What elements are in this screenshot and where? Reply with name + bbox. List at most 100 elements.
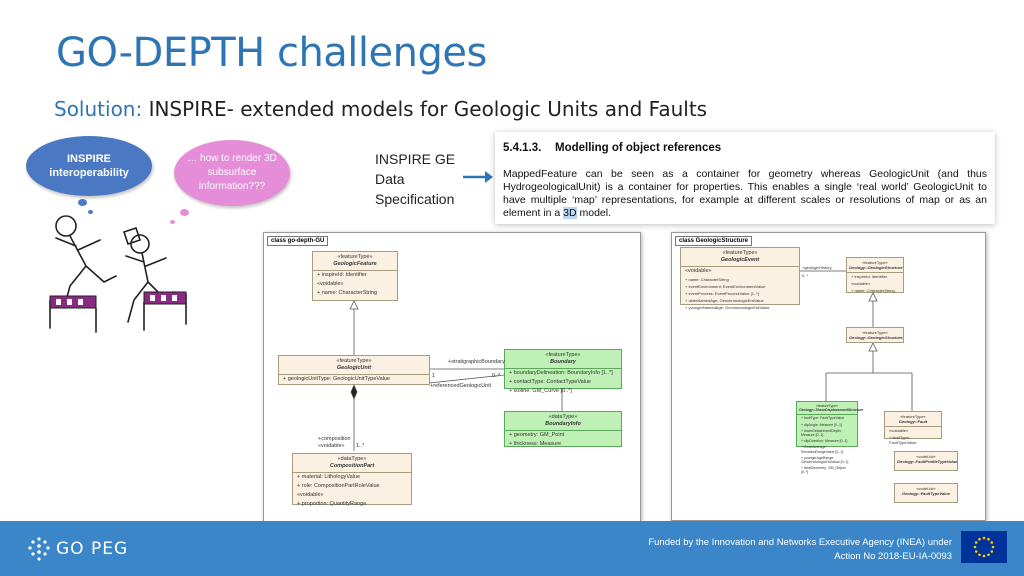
multiplicity-label: 1: [432, 373, 436, 379]
assoc-label: +referencedGeologicUnit: [430, 383, 491, 389]
class-attribute: + contactType: ContactTypeValue: [509, 379, 591, 385]
multiplicity-label: 0..*: [802, 273, 809, 278]
class-attribute: + role: CompositionPartRoleValue: [297, 483, 380, 489]
class-header: «featureType»Geology::GeologicStructure: [847, 328, 903, 342]
class-attribute: + name: CharacterString: [851, 288, 895, 293]
class-header: «featureType»Geology::GeologicStructure: [847, 258, 903, 273]
spec-label-line: INSPIRE GE: [375, 151, 456, 167]
class-header: «dataType»BoundaryInfo: [505, 412, 621, 431]
class-attribute: + eventProcess: EventProcessValue [1..*]: [685, 291, 759, 296]
class-header: «featureType»Geology::Fault: [885, 412, 941, 427]
class-boundary: «featureType»Boundary + boundaryDelineat…: [504, 349, 622, 394]
spec-text-b: model.: [576, 207, 611, 219]
eu-star: [990, 541, 994, 544]
uml-tab: class go-depth-GU: [267, 236, 329, 246]
class-header: «codeList»Geology::FaultProfileTypeValue: [895, 452, 957, 466]
footer-bar: [0, 521, 1024, 576]
class-stereotype-voidable: «voidable»: [317, 281, 344, 287]
class-attribute: + thickness: Measure: [509, 441, 562, 447]
bubble-dot: [170, 220, 175, 224]
eu-star: [978, 553, 981, 557]
eu-star: [974, 541, 978, 544]
spec-heading: 5.4.1.3.Modelling of object references: [503, 142, 987, 154]
stereotype: «featureType»: [815, 404, 839, 408]
class-name: GeologicEvent: [720, 257, 760, 263]
bubble-dot: [78, 199, 87, 206]
stereotype: «featureType»: [862, 260, 888, 265]
class-attribute: + faultType: FaultTypeValue: [801, 416, 845, 421]
spec-label: INSPIRE GE Data Specification: [375, 149, 455, 209]
eu-flag-icon: [961, 531, 1007, 563]
class-boundary-info: «dataType»BoundaryInfo + geometry: GM_Po…: [504, 411, 622, 447]
uml-geologic-structure-diagram: class GeologicStructure «featureType»Geo…: [671, 232, 986, 521]
spec-text-a: MappedFeature can be seen as a container…: [503, 168, 987, 219]
class-name: Geology::Fault: [898, 419, 928, 424]
class-attribute: + throwAverage: ElevationRangeValue [0..…: [801, 445, 844, 454]
class-attribute: + faultType: FaultTypeValue: [889, 435, 917, 445]
class-attribute: + boundaryDelineation: BoundaryInfo [1..…: [509, 370, 613, 376]
stereotype: «featureType»: [336, 358, 372, 364]
logo-text: GO PEG: [56, 539, 129, 559]
class-attribute: + geometry: GM_Point: [509, 432, 565, 438]
stereotype: «codeList»: [916, 454, 936, 459]
multiplicity-label: 0..*: [492, 373, 501, 379]
render-question-bubble: … how to render 3D subsurface informatio…: [174, 140, 290, 206]
class-name: Geology::FaultTypeValue: [902, 491, 950, 496]
stereotype: «featureType»: [722, 250, 758, 256]
class-stereotype-voidable: «voidable»: [851, 281, 871, 286]
bubble-dot: [88, 210, 93, 214]
interoperability-bubble: INSPIRE interoperability: [26, 136, 152, 196]
spec-section-title: Modelling of object references: [555, 142, 722, 154]
class-attribute: + youngerNamedAge: GeochronologicEraValu…: [685, 305, 770, 310]
eu-star: [982, 554, 986, 558]
slide-subtitle: Solution: INSPIRE- extended models for G…: [54, 97, 707, 121]
class-name: Geology::GeologicStructure: [849, 265, 903, 270]
class-name: BoundaryInfo: [545, 421, 581, 427]
class-fault-profile-type-value: «codeList»Geology::FaultProfileTypeValue: [894, 451, 958, 471]
class-geologic-feature: «featureType»GeologicFeature + inspireId…: [312, 251, 398, 301]
multiplicity-label: 1..*: [356, 443, 365, 449]
stereotype: «featureType»: [545, 352, 581, 358]
class-stereotype-voidable: «voidable»: [889, 428, 909, 433]
class-attribute: + inspireId: Identifier: [851, 274, 888, 279]
class-name: Geology::ShearDisplacementStructure: [799, 408, 864, 413]
arrow-right-icon: [463, 171, 493, 183]
stereotype: «featureType»: [337, 254, 373, 260]
assoc-label: +composition: [318, 436, 351, 442]
spec-label-line: Specification: [375, 191, 455, 207]
class-header: «dataType»CompositionPart: [293, 454, 411, 473]
class-fault-type-value: «codeList»Geology::FaultTypeValue: [894, 483, 958, 503]
slide-title: GO-DEPTH challenges: [56, 30, 487, 76]
class-fault: «featureType»Geology::Fault «voidable» +…: [884, 411, 942, 445]
class-attribute: + material: LithologyValue: [297, 474, 361, 480]
class-attribute: + isoline: GM_Curve [0..*]: [509, 388, 572, 394]
class-geologic-event: «featureType»GeologicEvent «voidable» + …: [680, 247, 800, 310]
class-header: «featureType»Geology::ShearDisplacementS…: [797, 402, 864, 416]
class-attribute: + slipDirection: Measure [0..1]: [801, 439, 848, 444]
spec-label-line: Data: [375, 171, 405, 187]
class-attribute: + name: CharacterString: [317, 290, 378, 296]
uml-tab: class GeologicStructure: [675, 236, 753, 246]
class-attribute: + name: CharacterString: [685, 277, 729, 282]
stereotype: «codeList»: [916, 486, 936, 491]
bubble-dot: [180, 209, 189, 216]
assoc-label: «voidable»: [318, 443, 345, 449]
class-geologic-structure-top: «featureType»Geology::GeologicStructure …: [846, 257, 904, 293]
class-header: «featureType»GeologicFeature: [313, 252, 397, 271]
class-geologic-unit: «featureType»GeologicUnit + geologicUnit…: [278, 355, 430, 385]
class-shear-displacement-structure: «featureType»Geology::ShearDisplacementS…: [796, 401, 864, 474]
class-attribute: + youngerAgeRange: GeochronologicEraValu…: [801, 455, 849, 465]
class-attribute: + inspireId: Identifier: [317, 272, 367, 278]
subtitle-prefix: Solution:: [54, 97, 143, 121]
funding-notice: Funded by the Innovation and Networks Ex…: [648, 536, 952, 564]
class-attribute: + geologicUnitType: GeologicUnitTypeValu…: [283, 376, 391, 382]
class-stereotype-voidable: «voidable»: [297, 492, 324, 498]
stereotype: «dataType»: [337, 456, 367, 462]
spec-excerpt: 5.4.1.3.Modelling of object references M…: [495, 132, 995, 224]
class-geologic-structure-mid: «featureType»Geology::GeologicStructure: [846, 327, 904, 343]
stereotype: «featureType»: [862, 330, 888, 335]
eu-star: [990, 550, 994, 553]
class-header: «featureType»GeologicUnit: [279, 356, 429, 375]
spec-paragraph: MappedFeature can be seen as a container…: [503, 168, 987, 220]
hurdle-runners-illustration: [49, 215, 187, 333]
